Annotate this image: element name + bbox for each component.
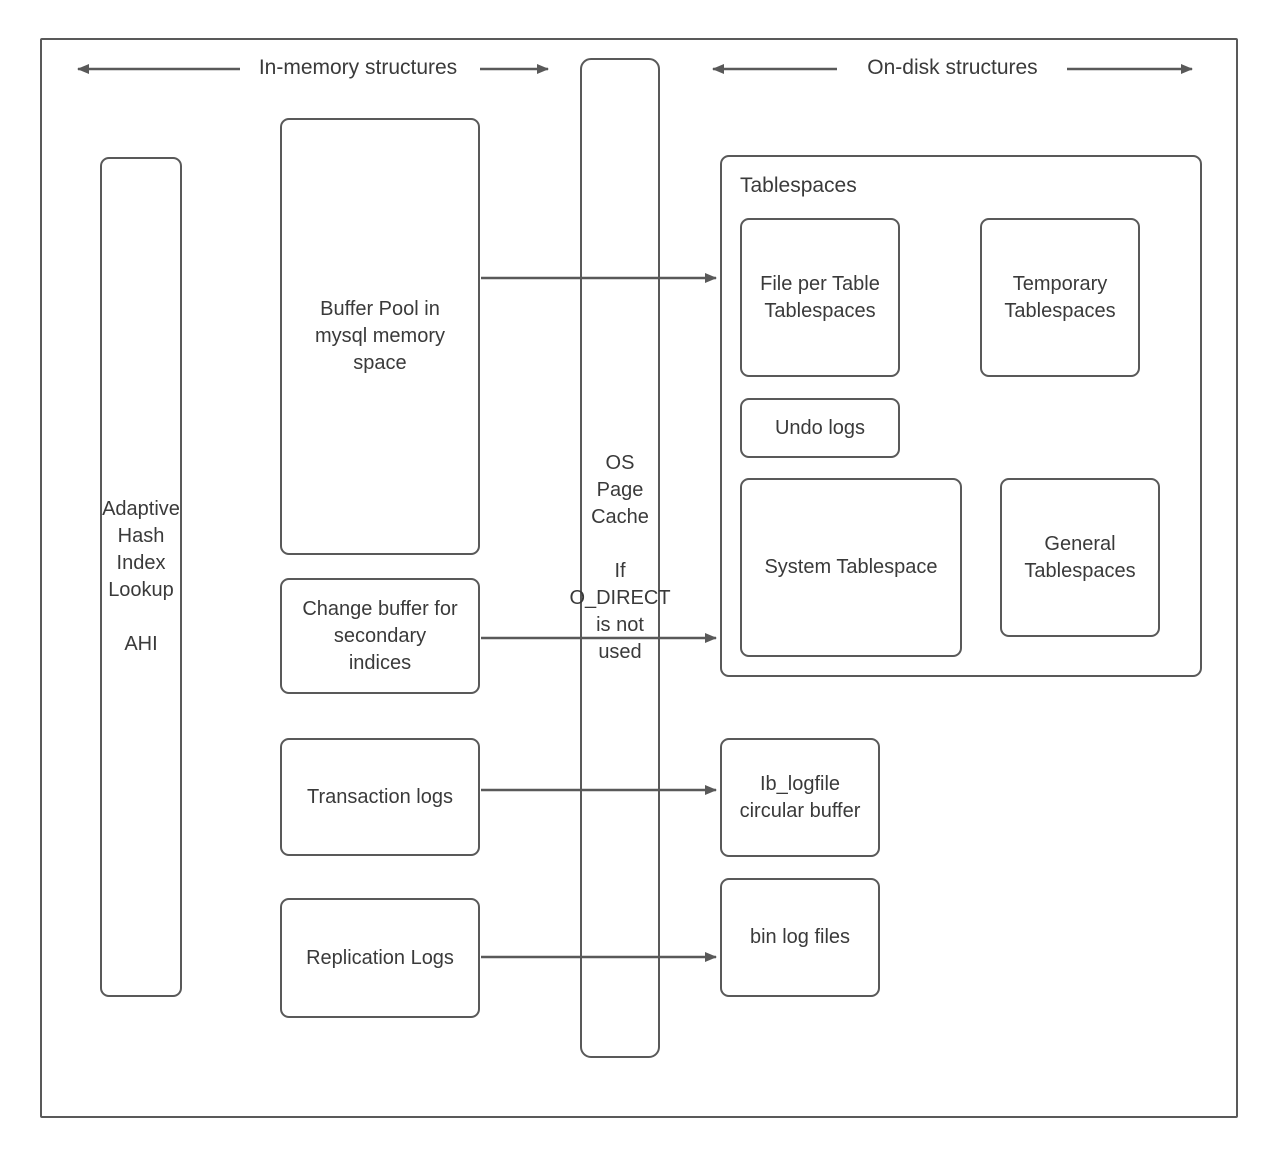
system-tablespace-label: System Tablespace <box>764 556 938 578</box>
node-adaptive-hash-index: Adaptive Hash Index Lookup AHI <box>100 157 182 997</box>
tablespaces-group-label: Tablespaces <box>740 174 857 197</box>
on-disk-structures-header: On-disk structures <box>867 56 1038 79</box>
node-temporary-tablespaces: Temporary Tablespaces <box>980 218 1140 377</box>
undo-logs-label: Undo logs <box>774 416 866 439</box>
node-buffer-pool: Buffer Pool in mysql memory space <box>280 118 480 555</box>
node-transaction-logs: Transaction logs <box>280 738 480 856</box>
node-general-tablespaces: General Tablespaces <box>1000 478 1160 637</box>
transaction-logs-label: Transaction logs <box>307 785 453 808</box>
node-system-tablespace: System Tablespace <box>740 478 962 657</box>
node-replication-logs: Replication Logs <box>280 898 480 1018</box>
general-tablespaces-label: General Tablespaces <box>1024 532 1136 582</box>
node-undo-logs: Undo logs <box>740 398 900 458</box>
node-bin-log-files: bin log files <box>720 878 880 997</box>
in-memory-structures-header: In-memory structures <box>258 56 458 79</box>
node-ib-logfile-circular-buffer: Ib_logfile circular buffer <box>720 738 880 857</box>
ib-logfile-label: Ib_logfile circular buffer <box>739 772 861 822</box>
temporary-tablespaces-label: Temporary Tablespaces <box>1004 272 1116 322</box>
adaptive-hash-index-label: Adaptive Hash Index Lookup AHI <box>102 498 180 655</box>
bin-log-files-label: bin log files <box>749 926 851 948</box>
file-per-table-tablespaces-label: File per Table Tablespaces <box>760 272 880 322</box>
replication-logs-label: Replication Logs <box>306 946 454 969</box>
node-os-page-cache: OS Page Cache If O_DIRECT is not used <box>569 58 671 1058</box>
os-page-cache-label: OS Page Cache If O_DIRECT is not used <box>569 452 671 663</box>
node-file-per-table-tablespaces: File per Table Tablespaces <box>740 218 900 377</box>
node-change-buffer: Change buffer for secondary indices <box>280 578 480 694</box>
change-buffer-label: Change buffer for secondary indices <box>302 597 458 674</box>
buffer-pool-label: Buffer Pool in mysql memory space <box>314 298 445 374</box>
